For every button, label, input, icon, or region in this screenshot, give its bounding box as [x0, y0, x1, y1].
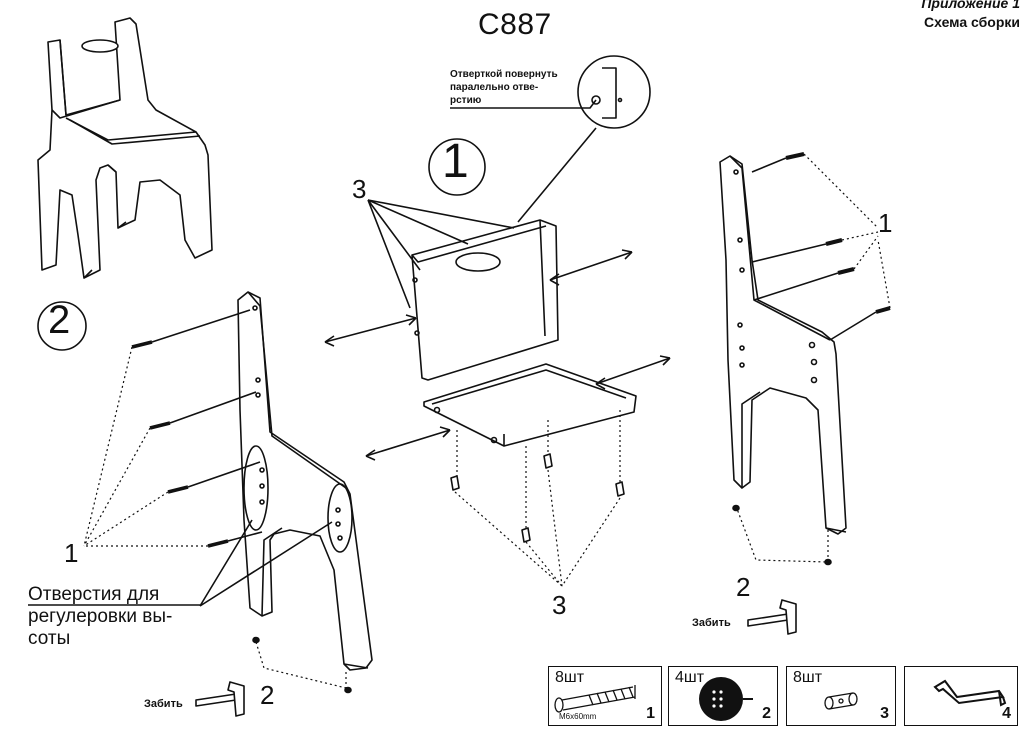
note-line: рстию	[450, 95, 482, 106]
label-1-left: 1	[64, 538, 79, 568]
height-holes-label: Отверстия для регулеровки вы-соты	[28, 584, 173, 649]
label-3-bottom: 3	[552, 590, 567, 620]
part-number: 3	[880, 705, 889, 722]
right-hammer-icon	[747, 599, 797, 635]
hammer-label-left: Забить	[144, 698, 183, 710]
hammer-label-right: Забить	[692, 617, 731, 629]
label3-top-leaders	[367, 199, 515, 309]
part-box-allen-key: 4	[904, 666, 1018, 726]
note-line: паралельно отве-	[450, 82, 539, 93]
step2-circle	[37, 301, 87, 351]
left-panel-bolts	[131, 309, 263, 548]
allen-key-icon	[933, 679, 1007, 707]
part-number: 1	[646, 705, 655, 722]
assembly-arrows	[324, 249, 671, 461]
note-line: Отверткой повернуть	[450, 69, 558, 80]
label-3-top: 3	[352, 174, 367, 204]
seat-barrel-nuts	[450, 453, 625, 543]
glide-cap-icon	[699, 677, 753, 721]
label-2-right: 2	[736, 572, 751, 602]
left-panel-feet	[252, 636, 352, 694]
part-size: M6x60mm	[559, 712, 597, 721]
left-side-panel	[237, 291, 373, 671]
step1-circle	[428, 138, 486, 196]
scheme-title: Схема сборки	[924, 14, 1020, 30]
step1-marker: 1	[442, 135, 469, 188]
right-panel-bolts	[751, 152, 891, 341]
step2-marker: 2	[48, 298, 71, 342]
part-number: 2	[762, 705, 771, 722]
barrel-nut-icon	[824, 692, 858, 710]
model-number: C887	[478, 8, 552, 41]
assembled-chair-illustration	[37, 17, 213, 279]
part-qty: 8шт	[793, 669, 823, 686]
backrest-panel	[411, 219, 559, 381]
part-qty: 4шт	[675, 669, 705, 686]
right-panel-dotted-lines	[735, 153, 891, 563]
label-2-left: 2	[260, 680, 275, 710]
part-box-bolt: 8шт M6x60mm 1	[548, 666, 662, 726]
appendix-label: Приложение 1	[921, 0, 1020, 11]
right-panel-feet	[732, 504, 832, 566]
seat-dotted-lines	[454, 410, 621, 587]
callout-detail	[450, 55, 651, 223]
part-number: 4	[1002, 705, 1011, 722]
holes-leaders	[28, 519, 333, 607]
right-side-panel	[719, 155, 847, 535]
bolt-icon	[554, 685, 636, 713]
part-qty: 8шт	[555, 669, 585, 686]
part-box-glide: 4шт 2	[668, 666, 778, 726]
part-box-barrel-nut: 8шт 3	[786, 666, 896, 726]
label-1-right: 1	[878, 208, 893, 238]
left-hammer-icon	[195, 681, 245, 717]
seat-panel	[423, 363, 637, 447]
screwdriver-note: Отверткой повернуть паралельно отве- рст…	[450, 68, 590, 107]
